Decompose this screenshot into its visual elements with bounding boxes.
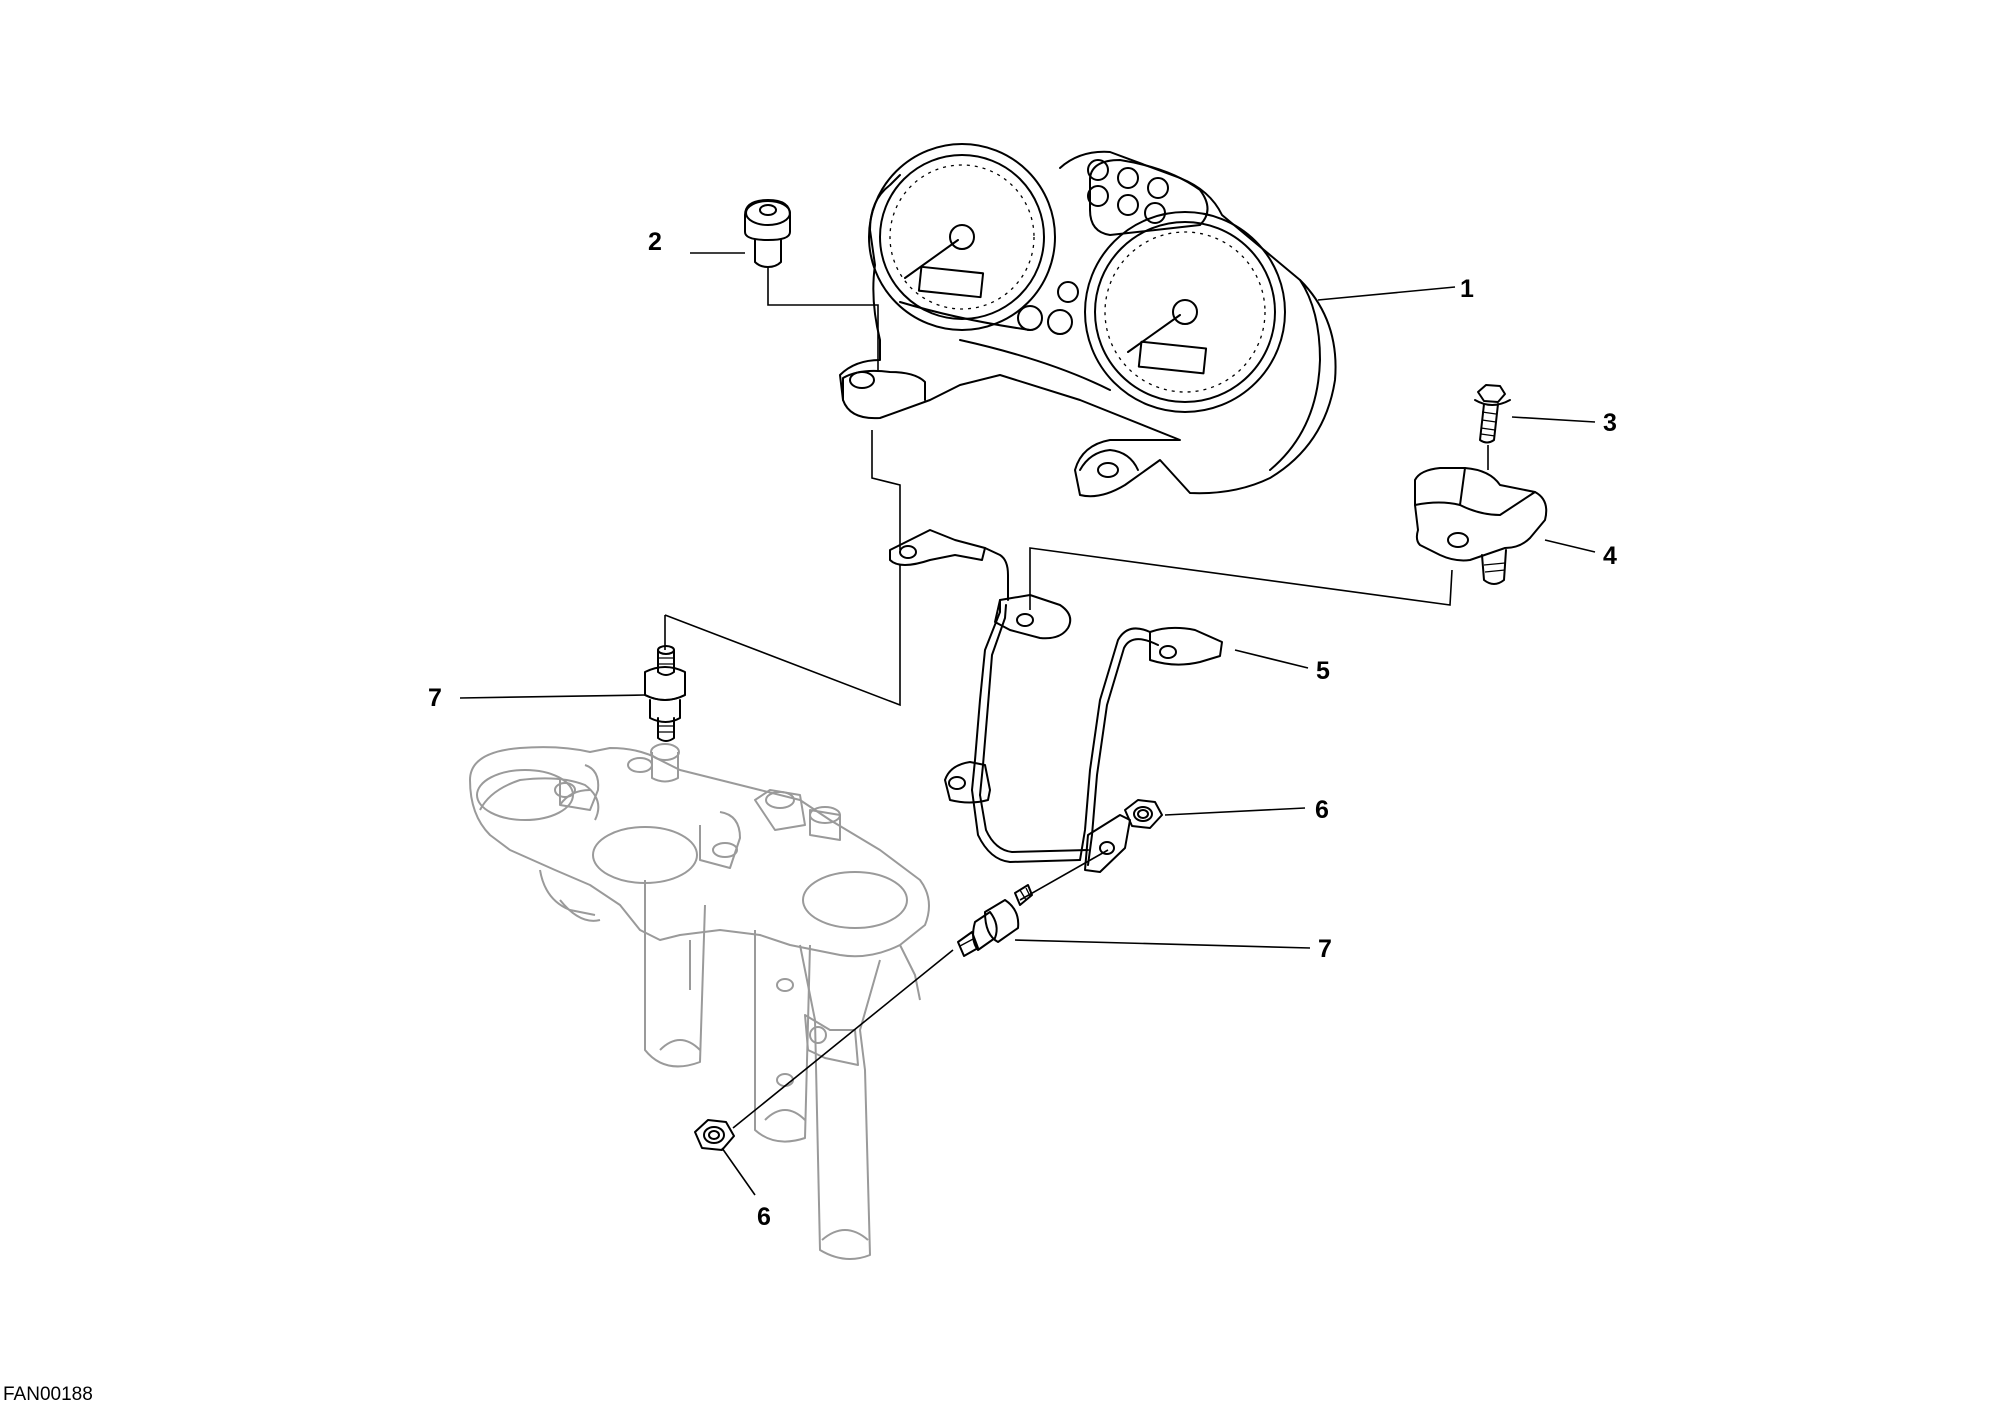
leader-callout-4 xyxy=(1544,539,1596,553)
rubber-spacer-stud-upper xyxy=(644,645,686,742)
rubber-spacer-stud-lower xyxy=(957,884,1033,957)
top-yoke-phantom xyxy=(469,743,930,1001)
callout-3: 3 xyxy=(1603,409,1617,437)
flange-nut-lower xyxy=(694,1119,735,1151)
assembly-line-2 xyxy=(767,267,879,372)
assembly-line-yoke-bracket xyxy=(664,565,901,707)
hex-flange-screw xyxy=(1474,384,1511,444)
sensor-unit xyxy=(1414,467,1548,585)
instrument-cluster xyxy=(839,143,1337,498)
callout-6-lower: 6 xyxy=(757,1203,771,1231)
leader-callout-6-lower xyxy=(721,1147,756,1196)
leader-callout-1 xyxy=(1317,286,1456,301)
assembly-line-cluster-bracket xyxy=(871,430,901,550)
callout-6-upper: 6 xyxy=(1315,796,1329,824)
assembly-line-nut-stud xyxy=(732,949,954,1129)
button-head-screw xyxy=(744,199,791,268)
drawing-code: FAN00188 xyxy=(3,1384,93,1405)
mounting-bracket xyxy=(889,529,1223,873)
callout-7-upper: 7 xyxy=(428,684,442,712)
fork-leg-center-phantom xyxy=(754,930,811,1143)
callout-1: 1 xyxy=(1460,275,1474,303)
leader-callout-3 xyxy=(1511,416,1596,423)
flange-nut-upper xyxy=(1124,799,1163,829)
callout-labels: 1 2 3 4 5 6 6 7 7 xyxy=(428,228,1617,1231)
leader-callout-6-upper xyxy=(1164,807,1306,816)
assembly-line-sensor-bracket xyxy=(1029,547,1453,610)
leader-lines xyxy=(459,252,1596,1196)
assembly-line-stud-bracket xyxy=(1019,849,1109,901)
fork-leg-right-phantom xyxy=(799,944,881,1260)
callout-2: 2 xyxy=(648,228,662,256)
leader-callout-5 xyxy=(1234,649,1309,669)
callout-4: 4 xyxy=(1603,542,1617,570)
leader-callout-7-upper xyxy=(459,694,646,699)
fork-leg-left-phantom xyxy=(644,880,706,1068)
callout-7-lower: 7 xyxy=(1318,935,1332,963)
leader-callout-7-lower xyxy=(1014,939,1311,949)
callout-5: 5 xyxy=(1316,657,1330,685)
